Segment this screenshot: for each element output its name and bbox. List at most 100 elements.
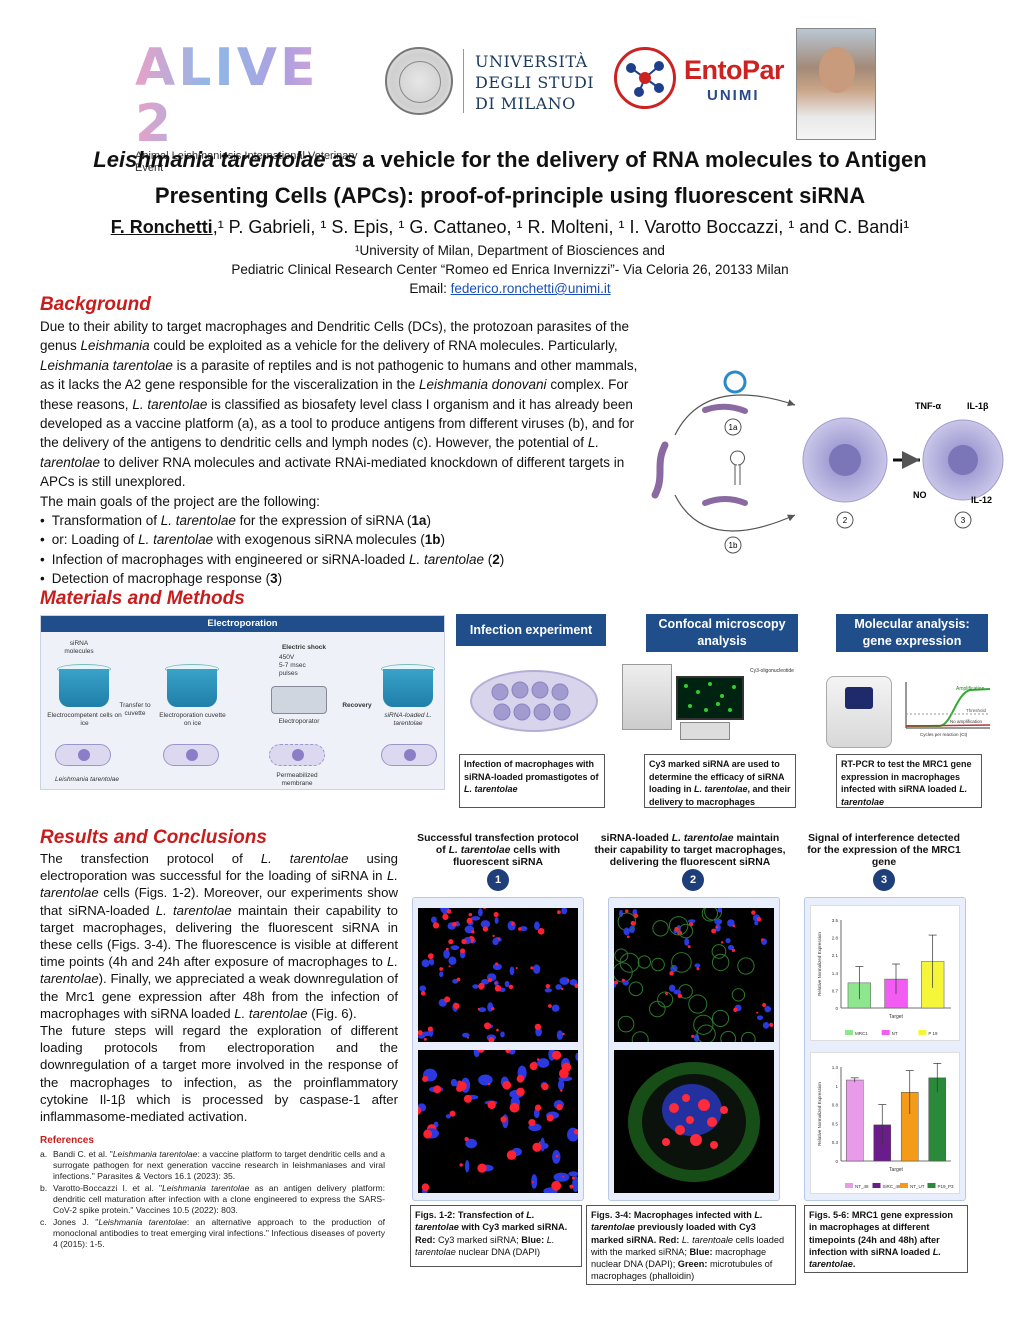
col2-title: siRNA-loaded L. tarentolae maintain thei… xyxy=(594,833,786,868)
ice-bucket-icon xyxy=(383,669,433,707)
micrograph-nucleus xyxy=(443,949,450,959)
micrograph-nucleus xyxy=(544,988,552,993)
fig2-caption: Figs. 3-4: Macrophages infected with L. … xyxy=(586,1205,796,1285)
micrograph-sirna-signal xyxy=(557,910,561,915)
fig-number-2: 2 xyxy=(682,869,704,891)
micrograph-sirna-signal xyxy=(569,1184,574,1189)
micrograph-nucleus xyxy=(470,916,481,921)
micrograph-sirna-signal xyxy=(452,921,457,927)
fig1-caption: Figs. 1-2: Transfection of L. tarentolae… xyxy=(410,1205,582,1267)
micrograph-sirna-signal xyxy=(558,1068,569,1079)
micrograph-sirna-signal xyxy=(731,948,736,953)
micrograph-sirna-signal xyxy=(711,928,717,934)
micrograph-nucleus xyxy=(687,919,696,924)
micrograph-sirna-signal xyxy=(621,978,625,982)
micrograph-sirna-signal xyxy=(516,1074,525,1083)
micrograph-sirna-signal xyxy=(466,1036,470,1039)
micrograph-nucleus xyxy=(462,1032,470,1038)
micrograph-sirna-signal xyxy=(457,1081,467,1091)
results-text: The transfection protocol of L. tarentol… xyxy=(40,850,398,1125)
micrograph-sirna-signal xyxy=(732,924,736,928)
micrograph-cell-outline xyxy=(628,981,644,997)
micrograph-nucleus xyxy=(553,1172,570,1182)
chart-legend-swatch xyxy=(881,1030,890,1035)
unimi-logo: UNIVERSITÀ DEGLI STUDI DI MILANO xyxy=(385,45,595,120)
micrograph-sirna-signal xyxy=(444,996,451,1003)
chart-tick-label: 0.7 xyxy=(832,988,839,993)
micrograph-sirna-signal xyxy=(482,926,489,932)
micrograph-nucleus xyxy=(418,1034,425,1039)
micrograph-nucleus xyxy=(532,964,541,974)
leishmania-cell-icon xyxy=(381,744,437,766)
diagram-label-il12: IL-12 xyxy=(971,495,992,505)
reference-item: a.Bandi C. et al. "Leishmania tarentolae… xyxy=(40,1149,386,1181)
micrograph-sirna-signal xyxy=(506,1150,517,1160)
chart-legend-swatch xyxy=(845,1183,853,1188)
fig3-micrograph xyxy=(614,908,774,1042)
micrograph-sirna-signal xyxy=(468,912,473,917)
infection-experiment-header: Infection experiment xyxy=(456,614,606,646)
unimi-line-1: UNIVERSITÀ xyxy=(475,52,588,71)
micrograph-nucleus xyxy=(568,1171,578,1177)
micrograph-sirna-signal xyxy=(477,1163,487,1173)
ice-bucket-icon xyxy=(167,669,217,707)
unimi-seal-icon xyxy=(385,47,453,115)
goal-item: or: Loading of L. tarentolae with exogen… xyxy=(40,530,640,549)
microscope-icon xyxy=(622,664,672,730)
sirna-label: siRNA molecules xyxy=(64,640,94,655)
micrograph-sirna-signal xyxy=(427,1026,433,1032)
micrograph-nucleus xyxy=(481,978,490,985)
micrograph-nucleus xyxy=(494,917,499,924)
micrograph-cell-outline xyxy=(711,944,727,959)
micrograph-sirna-signal xyxy=(422,1075,429,1083)
chart-legend-label: P 19 xyxy=(928,1031,938,1036)
email-link[interactable]: federico.ronchetti@unimi.it xyxy=(450,281,611,296)
micrograph-sirna-signal xyxy=(537,927,545,935)
micrograph-sirna-signal xyxy=(511,921,515,926)
micrograph-nucleus xyxy=(556,1030,564,1040)
fig-number-3: 3 xyxy=(873,869,895,891)
micrograph-nucleus xyxy=(507,920,516,931)
micrograph-nucleus xyxy=(419,985,427,992)
email-line: Email: federico.ronchetti@unimi.it xyxy=(40,279,980,298)
micrograph-sirna-signal xyxy=(477,1007,481,1011)
computer-base-icon xyxy=(680,722,730,740)
micrograph-sirna-signal xyxy=(614,980,619,985)
micrograph-sirna-signal xyxy=(715,926,719,929)
micrograph-sirna-signal xyxy=(461,938,467,945)
qpcr-thr-label: Threshold xyxy=(966,708,987,713)
qpcr-x-label: Cycles per reaction (Ct) xyxy=(920,732,968,737)
micrograph-sirna-signal xyxy=(574,983,578,989)
micrograph-sirna-signal xyxy=(548,1004,552,1008)
micrograph-sirna-signal xyxy=(562,1175,565,1178)
results-paragraph-1: The transfection protocol of L. tarentol… xyxy=(40,851,398,1021)
micrograph-nucleus xyxy=(668,984,676,992)
micrograph-cell-outline xyxy=(649,1000,666,1018)
micrograph-sirna-signal xyxy=(674,926,679,932)
micrograph-sirna-signal xyxy=(488,1037,495,1042)
micrograph-nucleus xyxy=(478,908,483,917)
micrograph-sirna-signal xyxy=(516,1087,525,1097)
micrograph-cell-outline xyxy=(696,1024,716,1042)
micrograph-sirna-signal xyxy=(508,984,514,990)
micrograph-nucleus xyxy=(725,938,731,944)
micrograph-nucleus xyxy=(756,1015,764,1021)
diagram-label-3: 3 xyxy=(961,516,966,525)
col3-title: Signal of interference detected for the … xyxy=(807,833,961,868)
micrograph-nucleus xyxy=(537,1058,550,1068)
micrograph-sirna-signal xyxy=(466,917,473,924)
loaded-label: siRNA-loaded L. tarentolae xyxy=(384,712,432,727)
micrograph-sirna-signal xyxy=(546,1114,554,1122)
micrograph-cell-outline xyxy=(701,908,718,922)
micrograph-cell-outline xyxy=(614,948,629,963)
micrograph-cell-outline xyxy=(731,988,746,1002)
micrograph-cell-outline xyxy=(671,952,692,973)
confocal-screen xyxy=(676,676,744,720)
chart-legend-label: P19_P3 xyxy=(938,1184,955,1189)
chart-legend-swatch xyxy=(927,1183,936,1188)
micrograph-sirna-signal xyxy=(445,947,449,951)
micrograph-sirna-signal xyxy=(567,979,570,982)
micrograph-nucleus xyxy=(492,963,502,971)
micrograph-sirna-signal xyxy=(500,1116,507,1123)
